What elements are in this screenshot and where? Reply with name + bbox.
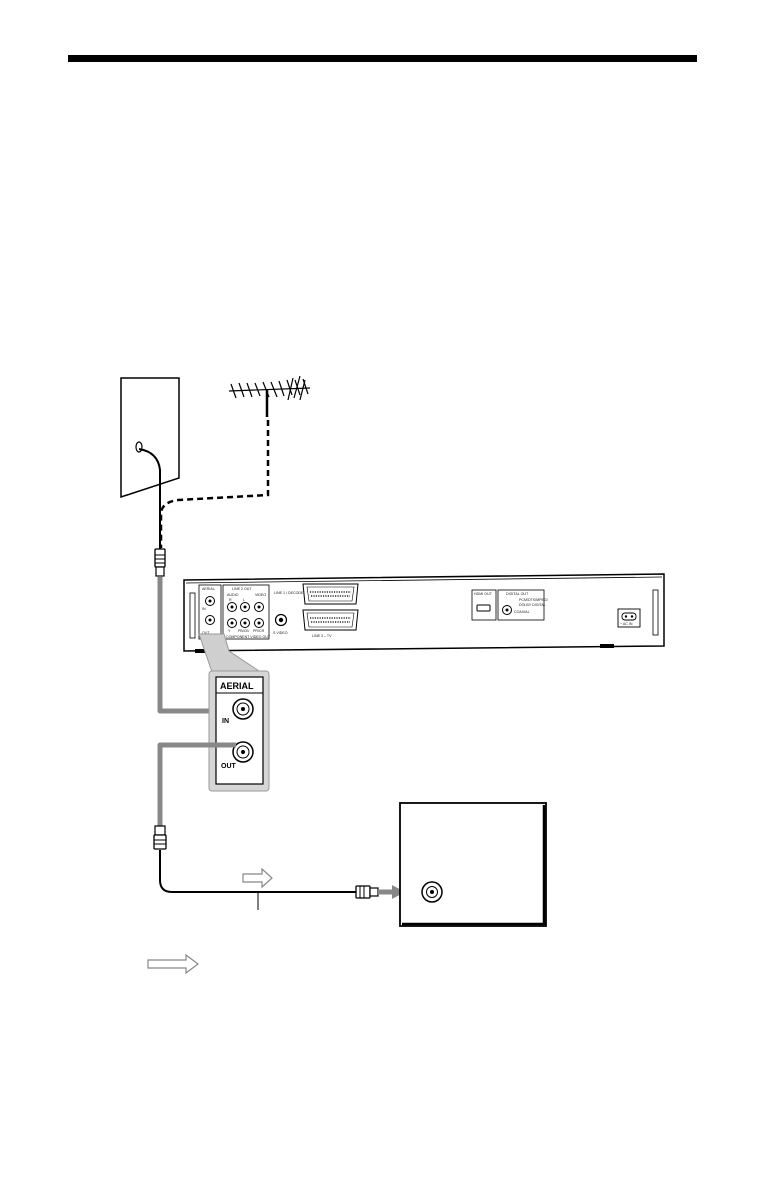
signal-flow-legend-arrow <box>147 953 199 975</box>
tv-cable-plug-icon <box>355 885 379 899</box>
tv-set <box>399 802 547 927</box>
line3-tv-label: LINE 3 – TV <box>312 634 332 638</box>
signal-flow-arrow <box>242 867 273 889</box>
video-label: VIDEO <box>255 593 266 597</box>
aerial-panel-zoom: AERIAL IN OUT <box>208 670 270 792</box>
rear-aerial-in-label: IN <box>202 607 206 611</box>
recorder-rear-panel: AERIAL IN OUT LINE 2 OUT AUDIO VIDEO R L… <box>183 573 665 653</box>
aerial-cable-plug-icon <box>153 825 167 850</box>
y-label: Y <box>228 629 231 633</box>
tv-aerial-input-jack <box>421 881 443 903</box>
audio-label: AUDIO <box>227 593 239 597</box>
outdoor-aerial-cable <box>159 420 270 548</box>
cable-from-aerial-out <box>157 742 236 826</box>
aerial-cable-to-tv <box>159 850 358 893</box>
pcm-dts-label: PCM/DTS/MPEG/ <box>519 598 548 602</box>
rear-aerial-out-label: OUT <box>202 631 210 635</box>
outdoor-aerial-icon <box>228 375 311 417</box>
hdmi-out-label: HDMI OUT <box>474 592 493 596</box>
coaxial-label: COAXIAL <box>514 610 530 614</box>
line1-decoder-label: LINE 1 / DECODER <box>274 591 306 595</box>
audio-r-label: R <box>229 598 232 602</box>
aerial-in-label: IN <box>222 718 229 725</box>
rear-aerial-label: AERIAL <box>202 587 215 591</box>
line2-out-label: LINE 2 OUT <box>232 587 252 591</box>
aerial-out-label: OUT <box>221 763 237 770</box>
component-out-label: COMPONENT VIDEO OUT <box>226 635 271 639</box>
audio-l-label: L <box>243 598 245 602</box>
top-rule <box>68 55 697 62</box>
magnifier-callout <box>198 633 267 676</box>
wall-aerial-socket <box>120 377 180 499</box>
digital-out-label: DIGITAL OUT <box>506 592 529 596</box>
aerial-plug-icon <box>154 548 166 577</box>
aerial-in-jack <box>232 698 254 720</box>
ac-in-label: ~ AC IN <box>620 622 633 626</box>
cable-to-aerial-in <box>157 577 226 714</box>
aerial-out-jack <box>232 741 254 763</box>
aerial-panel-title: AERIAL <box>220 681 254 691</box>
svideo-label: S VIDEO <box>273 631 288 635</box>
pr-label: PR/CR <box>253 629 265 633</box>
pb-label: PB/CB <box>238 629 249 633</box>
dolby-digital-label: DOLBY DIGITAL <box>519 603 546 607</box>
wall-aerial-cable <box>138 448 161 550</box>
